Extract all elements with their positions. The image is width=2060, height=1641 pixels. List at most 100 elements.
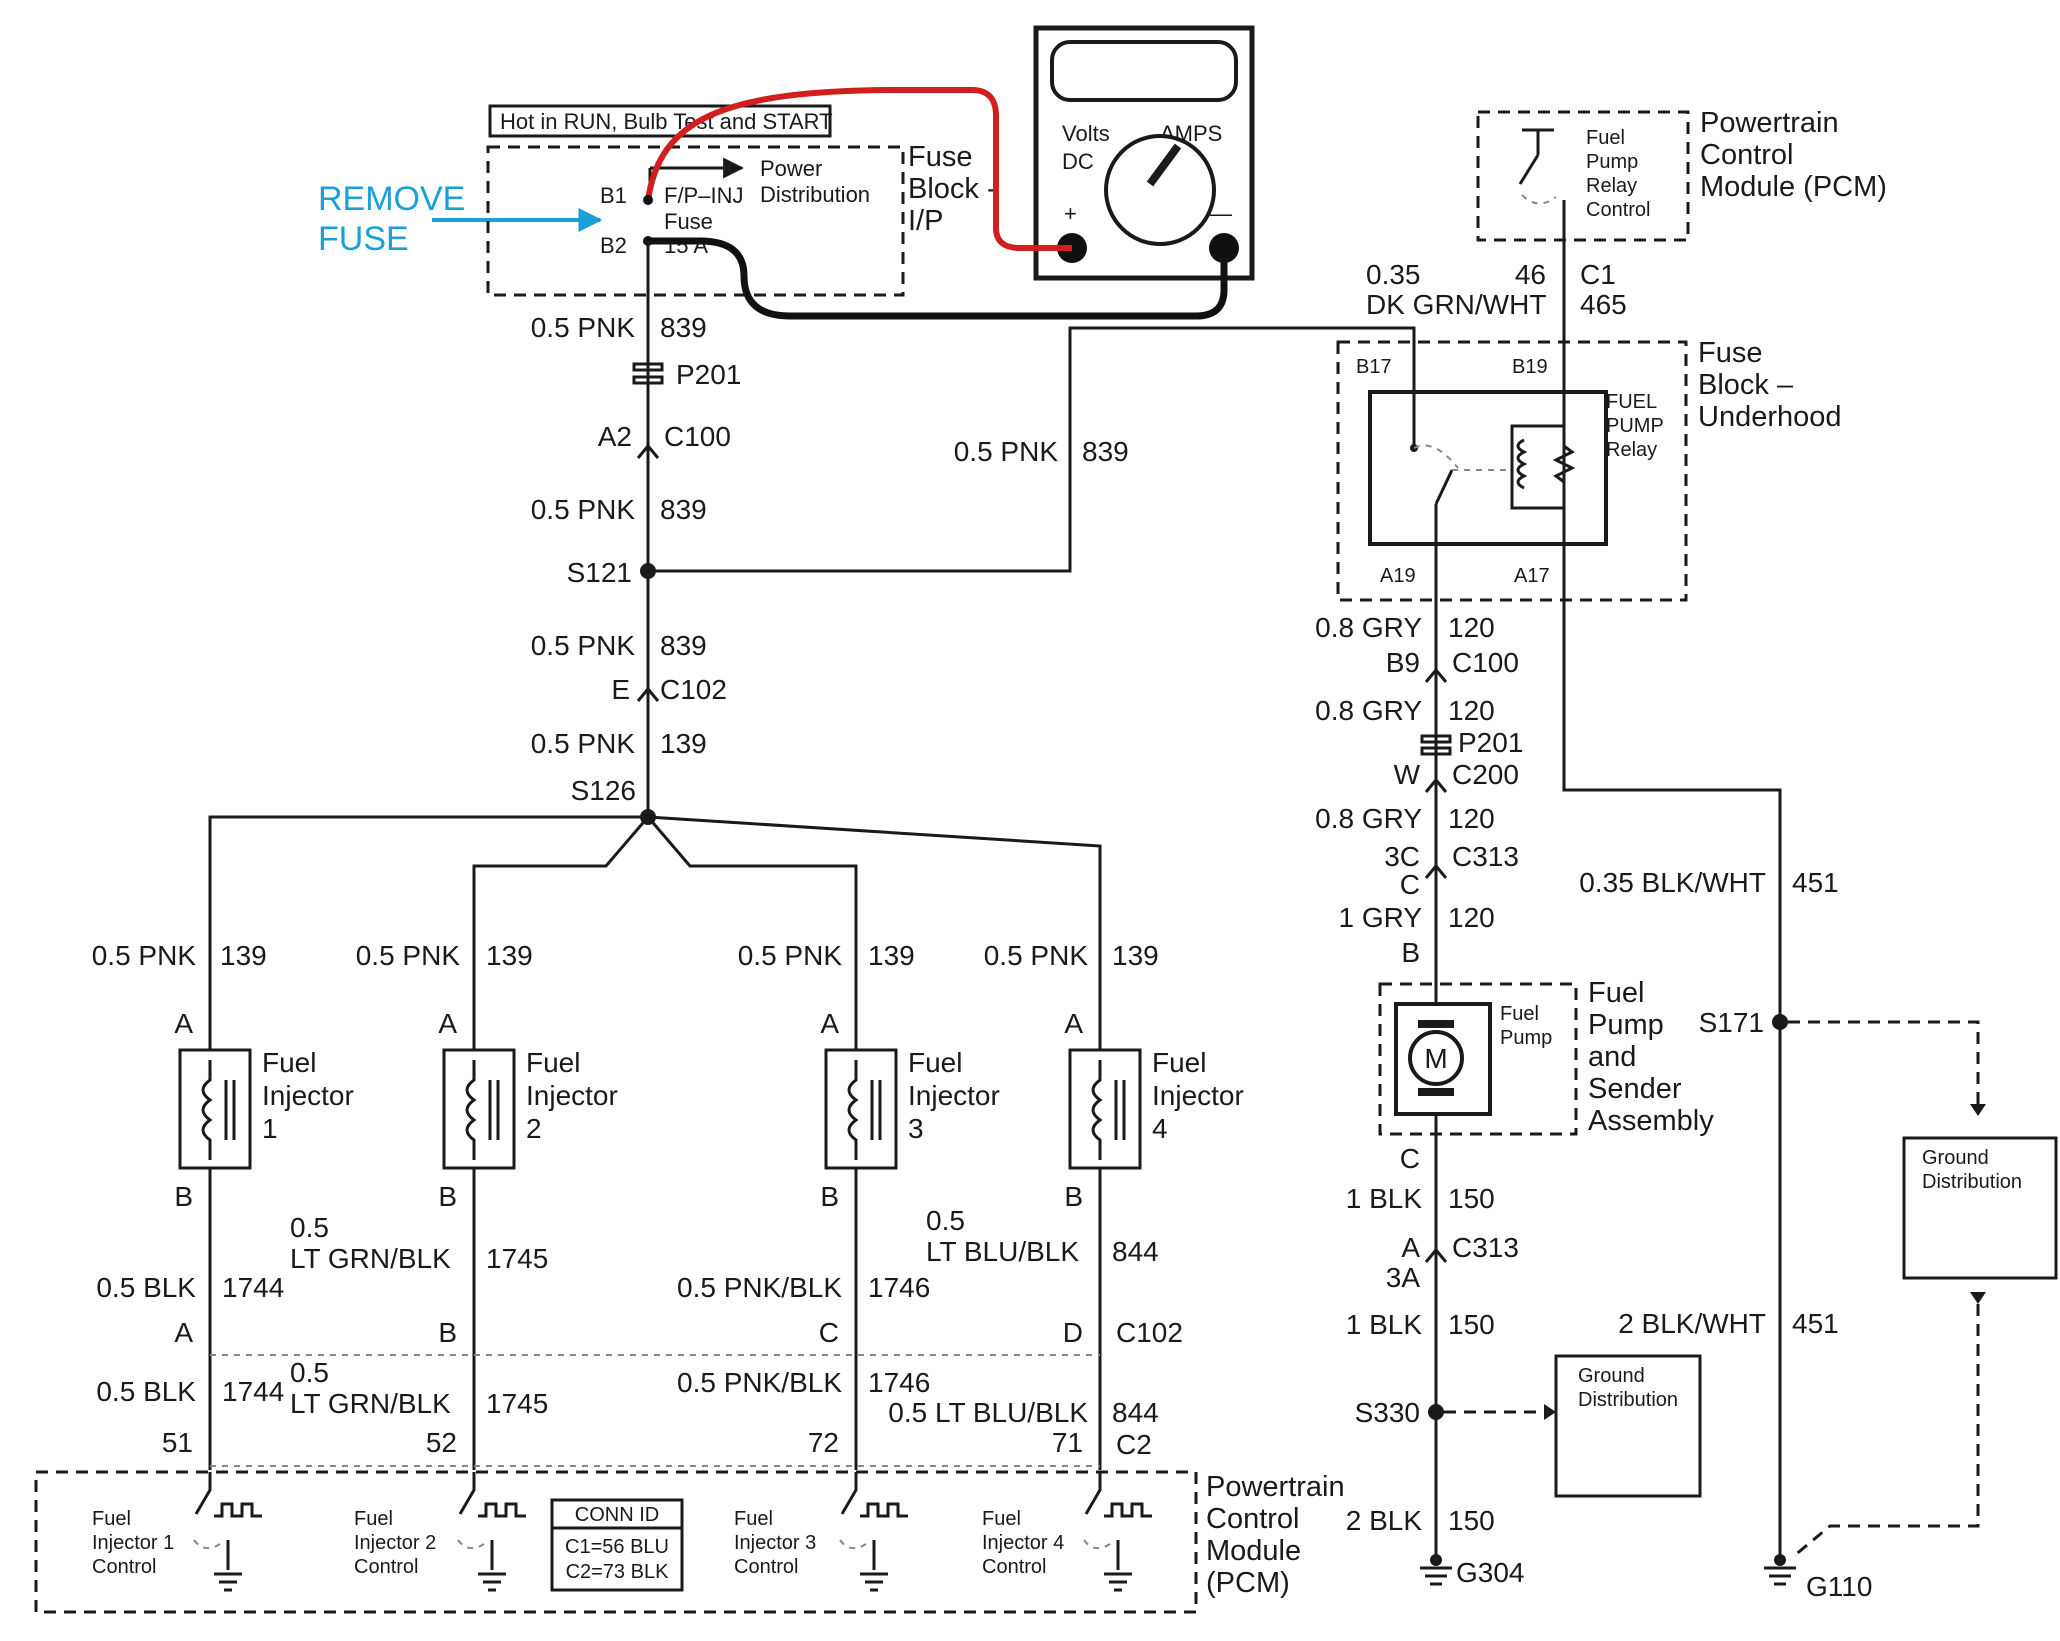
svg-text:0.5 PNK/BLK: 0.5 PNK/BLK [677, 1272, 842, 1303]
splice-s171 [1772, 1014, 1788, 1030]
svg-text:A: A [1064, 1008, 1083, 1039]
svg-text:0.35 BLK/WHT: 0.35 BLK/WHT [1579, 867, 1766, 898]
svg-text:D: D [1063, 1317, 1083, 1348]
fuel-pump-assembly: M Fuel Pump Fuel Pump and Sender Assembl… [1378, 977, 1714, 1137]
svg-text:844: 844 [1112, 1236, 1159, 1267]
svg-text:LT GRN/BLK: LT GRN/BLK [290, 1388, 451, 1419]
svg-text:0.5 PNK: 0.5 PNK [356, 940, 461, 971]
svg-text:Fuel: Fuel [1500, 1003, 1539, 1025]
svg-text:Assembly: Assembly [1588, 1105, 1714, 1137]
svg-text:Hot in RUN, Bulb Test and STAR: Hot in RUN, Bulb Test and START [500, 109, 833, 134]
ground-g110-icon [1764, 1566, 1796, 1586]
svg-text:2 BLK: 2 BLK [1346, 1505, 1423, 1536]
svg-text:PUMP: PUMP [1606, 415, 1664, 437]
svg-text:Block -: Block - [908, 173, 997, 205]
svg-text:15 A: 15 A [664, 233, 708, 258]
svg-text:451: 451 [1792, 867, 1839, 898]
svg-text:0.5 PNK: 0.5 PNK [738, 940, 843, 971]
svg-text:51: 51 [162, 1427, 193, 1458]
svg-text:C2=73 BLK: C2=73 BLK [566, 1561, 670, 1583]
pcm-module-top: Powertrain Control Module (PCM) Fuel Pum… [1366, 107, 1887, 372]
fuel-pump-feed-wire: 0.8 GRY 120 B9 C100 0.8 GRY 120 P201 W C… [1315, 544, 1523, 980]
svg-text:Distribution: Distribution [760, 182, 870, 207]
svg-text:Injector: Injector [1152, 1080, 1244, 1111]
svg-text:CONN ID: CONN ID [575, 1504, 659, 1526]
injector-feed-bus [208, 815, 1102, 1030]
svg-text:Injector: Injector [262, 1080, 354, 1111]
ground-distribution-s171: Ground Distribution [1902, 1136, 2058, 1280]
fuel-pump-motor [1408, 1030, 1464, 1086]
left-feed-wire: 0.5 PNK 839 P201 A2 C100 0.5 PNK 839 S12… [531, 241, 741, 825]
fuel-injector-4: 0.5 PNK 139 A Fuel Injector 4 B 0.5 LT B… [888, 940, 1244, 1470]
svg-text:Injector 4: Injector 4 [982, 1532, 1064, 1554]
ground-distribution-s330: Ground Distribution [1554, 1354, 1702, 1498]
svg-text:46: 46 [1515, 259, 1546, 290]
svg-text:139: 139 [220, 940, 267, 971]
s121-branch-wire: 0.5 PNK 839 [648, 326, 1416, 573]
meter-dial-pointer [1146, 143, 1182, 187]
svg-text:Powertrain: Powertrain [1206, 1471, 1345, 1503]
meter-display [1050, 40, 1238, 102]
svg-text:0.5: 0.5 [290, 1212, 329, 1243]
svg-text:839: 839 [660, 630, 707, 661]
ground-g304-icon [1420, 1566, 1452, 1586]
injector-1-control: Fuel Injector 1 Control [92, 1472, 262, 1592]
svg-text:FUEL: FUEL [1606, 391, 1657, 413]
svg-text:0.5 PNK: 0.5 PNK [531, 630, 636, 661]
meter-dial [1104, 134, 1216, 246]
svg-text:Relay: Relay [1606, 439, 1657, 461]
svg-text:A: A [174, 1008, 193, 1039]
svg-text:Pump: Pump [1500, 1027, 1552, 1049]
svg-text:120: 120 [1448, 902, 1495, 933]
svg-text:1745: 1745 [486, 1388, 548, 1419]
svg-text:A19: A19 [1380, 565, 1416, 587]
svg-text:B: B [1064, 1181, 1083, 1212]
svg-text:C313: C313 [1452, 841, 1519, 872]
svg-text:C: C [819, 1317, 839, 1348]
svg-text:M: M [1424, 1043, 1447, 1074]
svg-text:0.5 LT BLU/BLK: 0.5 LT BLU/BLK [888, 1397, 1088, 1428]
svg-text:0.5 PNK: 0.5 PNK [531, 494, 636, 525]
svg-text:C200: C200 [1452, 759, 1519, 790]
svg-text:B: B [1401, 937, 1420, 968]
svg-text:Powertrain: Powertrain [1700, 107, 1839, 139]
svg-text:839: 839 [660, 494, 707, 525]
svg-text:Power: Power [760, 156, 822, 181]
fuse-block-ip-outline [486, 145, 905, 297]
svg-text:B2: B2 [600, 233, 627, 258]
fuse-block-ip: Hot in RUN, Bulb Test and START B1 B2 F/… [486, 104, 997, 297]
svg-text:LT BLU/BLK: LT BLU/BLK [926, 1236, 1079, 1267]
svg-text:2: 2 [526, 1113, 542, 1144]
svg-text:Fuel: Fuel [1588, 977, 1644, 1009]
svg-text:S330: S330 [1355, 1397, 1420, 1428]
svg-text:A: A [174, 1317, 193, 1348]
svg-text:FUSE: FUSE [318, 220, 409, 258]
svg-text:—: — [1210, 201, 1232, 226]
svg-text:Pump: Pump [1588, 1009, 1664, 1041]
svg-text:120: 120 [1448, 695, 1495, 726]
svg-text:S171: S171 [1699, 1007, 1764, 1038]
svg-text:+: + [1064, 201, 1077, 226]
svg-text:Injector: Injector [526, 1080, 618, 1111]
svg-text:3: 3 [908, 1113, 924, 1144]
svg-text:S121: S121 [567, 557, 632, 588]
svg-text:0.8 GRY: 0.8 GRY [1315, 695, 1422, 726]
svg-text:LT GRN/BLK: LT GRN/BLK [290, 1243, 451, 1274]
svg-text:B1: B1 [600, 183, 627, 208]
svg-text:DK GRN/WHT: DK GRN/WHT [1366, 289, 1546, 320]
svg-text:A: A [438, 1008, 457, 1039]
svg-text:Fuel: Fuel [262, 1047, 316, 1078]
svg-text:Fuel: Fuel [354, 1508, 393, 1530]
splice-s330 [1428, 1404, 1444, 1420]
svg-text:C2: C2 [1116, 1429, 1152, 1460]
svg-text:S126: S126 [571, 775, 636, 806]
svg-text:C102: C102 [1116, 1317, 1183, 1348]
svg-text:Sender: Sender [1588, 1073, 1682, 1105]
svg-text:A: A [820, 1008, 839, 1039]
svg-text:0.5 PNK/BLK: 0.5 PNK/BLK [677, 1367, 842, 1398]
svg-text:G304: G304 [1456, 1557, 1525, 1588]
svg-text:Fuel: Fuel [1586, 127, 1625, 149]
svg-text:Injector 1: Injector 1 [92, 1532, 174, 1554]
svg-text:A: A [1401, 1232, 1420, 1263]
